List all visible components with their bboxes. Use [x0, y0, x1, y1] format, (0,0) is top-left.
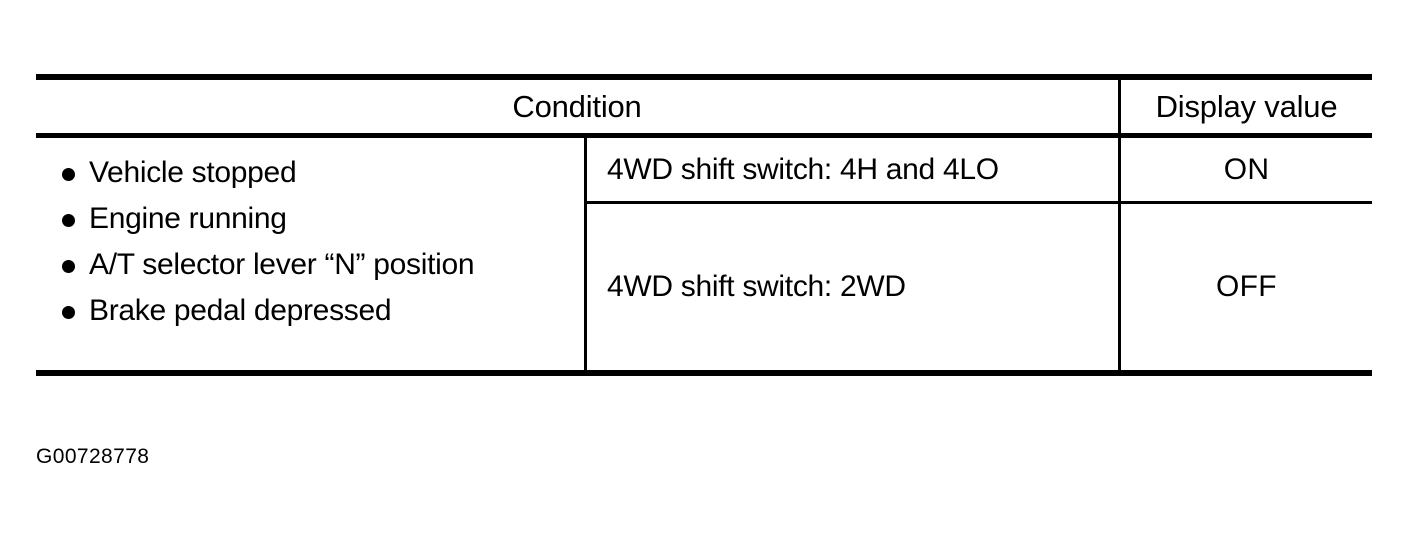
- condition-text: A/T selector lever “N” position: [89, 248, 475, 281]
- condition-list: Vehicle stopped Engine running A/T selec…: [36, 138, 584, 370]
- bullet-dot-icon: [62, 260, 75, 273]
- condition-text: Brake pedal depressed: [89, 294, 392, 327]
- bullet-dot-icon: [62, 306, 75, 319]
- list-item: Vehicle stopped: [36, 156, 584, 190]
- table-column-divider-conditions: [584, 136, 587, 372]
- list-item: A/T selector lever “N” position: [36, 248, 584, 282]
- condition-text: Engine running: [89, 202, 287, 235]
- table-column-divider-display-value: [1118, 77, 1121, 372]
- table-cell-display-value: ON: [1223, 152, 1270, 186]
- list-item: Brake pedal depressed: [36, 294, 584, 328]
- list-item: Engine running: [36, 202, 584, 236]
- table-header-border: [36, 133, 1372, 138]
- table-bottom-border: [36, 370, 1372, 376]
- table-cell-switch-condition: 4WD shift switch: 4H and 4LO: [607, 152, 999, 186]
- table-top-border: [36, 74, 1372, 80]
- condition-text: Vehicle stopped: [89, 156, 297, 189]
- column-header-condition: Condition: [512, 88, 642, 124]
- bullet-dot-icon: [62, 168, 75, 181]
- figure-caption: G00728778: [36, 445, 150, 468]
- table-row-divider: [584, 201, 1372, 204]
- table-cell-switch-condition: 4WD shift switch: 2WD: [607, 270, 906, 303]
- bullet-dot-icon: [62, 214, 75, 227]
- column-header-display-value: Display value: [1155, 88, 1338, 124]
- condition-display-value-table: Condition Display value Vehicle stopped …: [36, 74, 1372, 376]
- table-cell-display-value: OFF: [1216, 270, 1277, 303]
